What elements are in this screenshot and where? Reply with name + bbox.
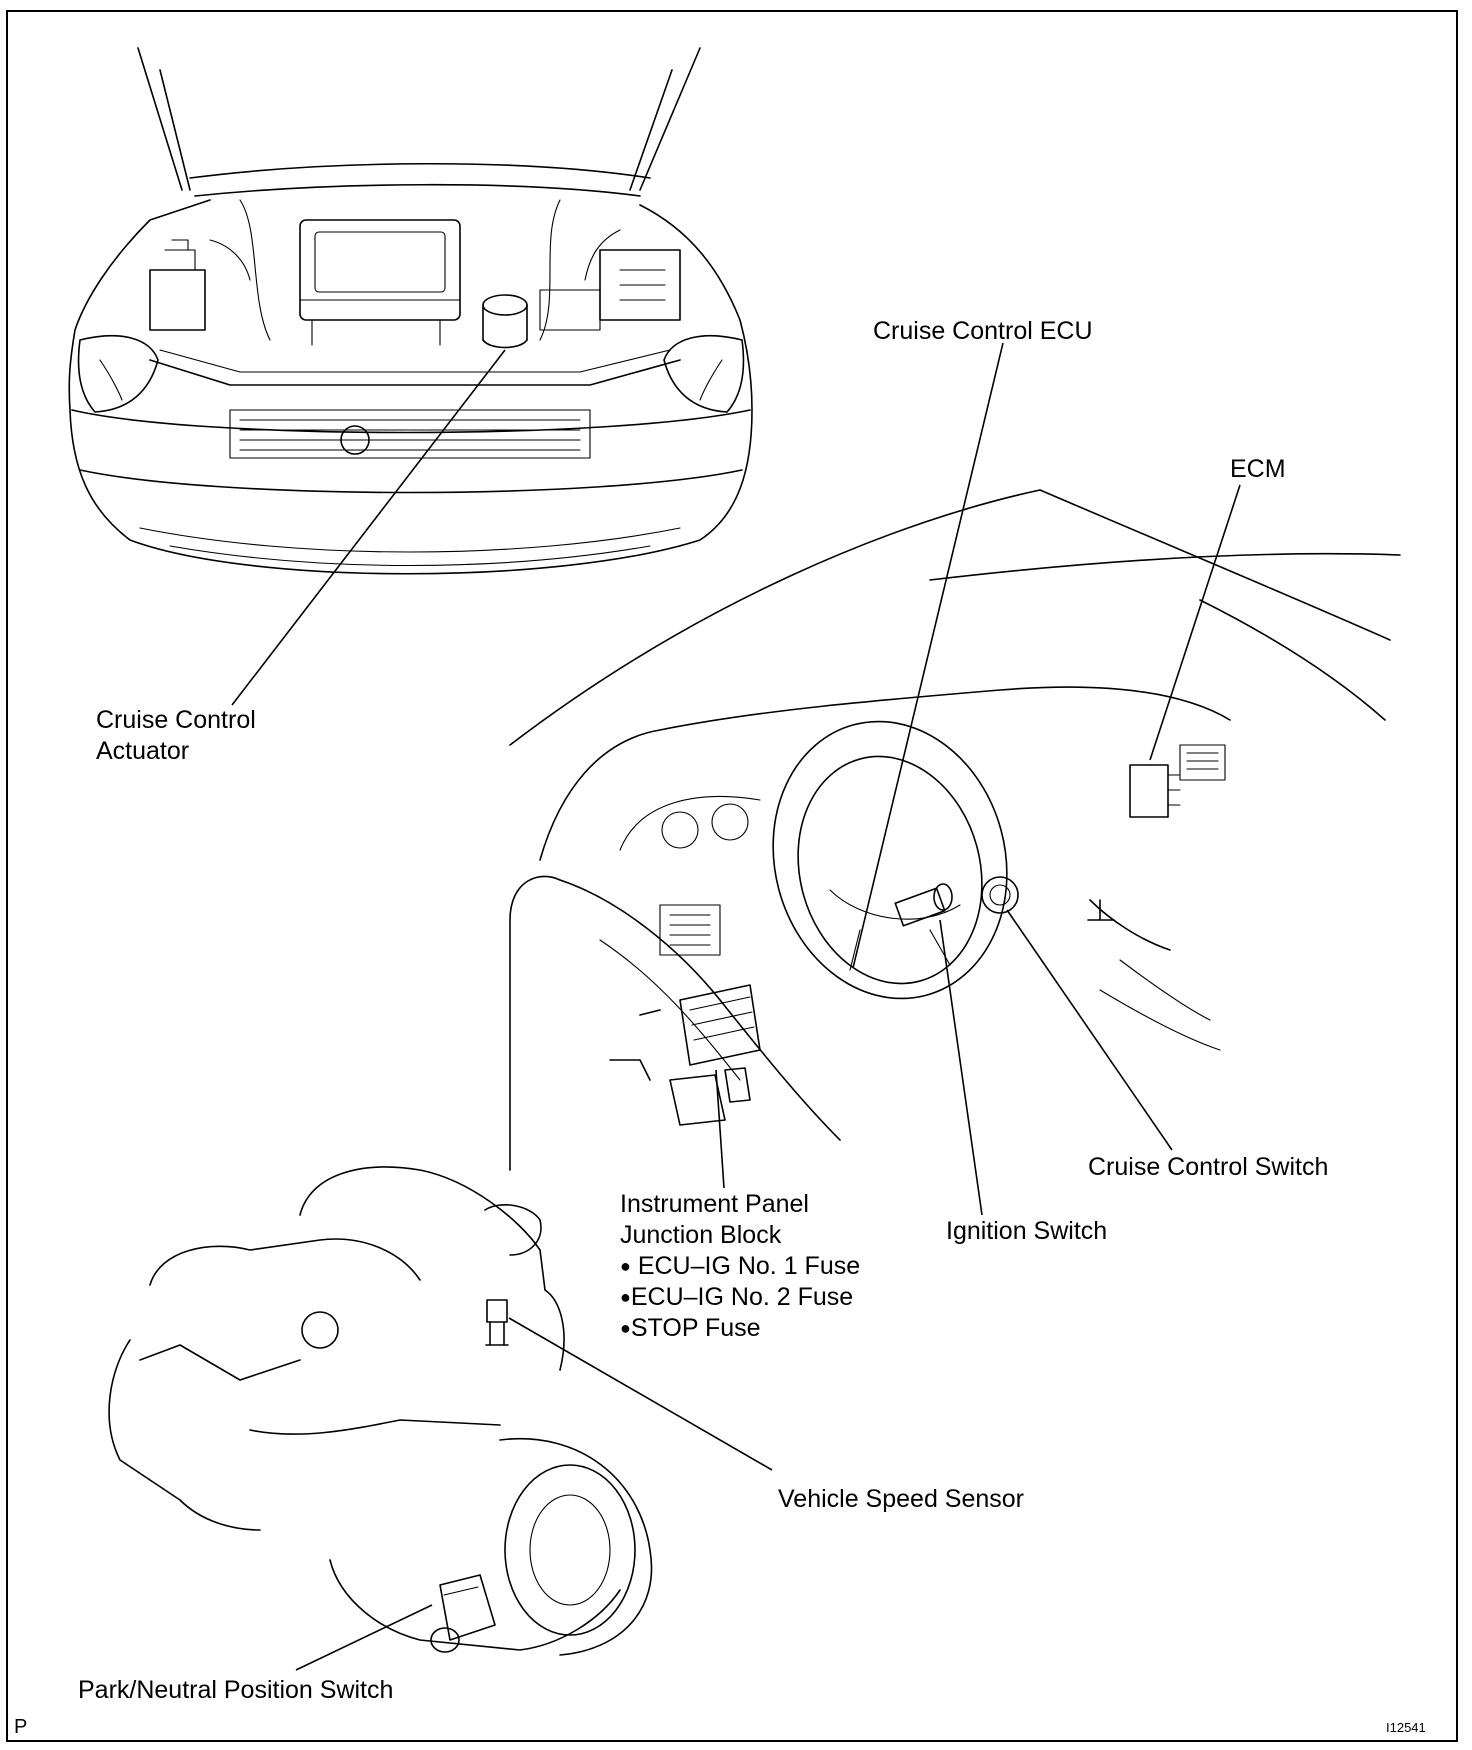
label-cruise-control-ecu: Cruise Control ECU: [873, 317, 1093, 345]
leader-ignition: [939, 919, 983, 1216]
label-cruise-control-actuator: Cruise Control Actuator: [96, 705, 256, 767]
label-ecm: ECM: [1230, 455, 1286, 483]
label-park-neutral-position-switch: Park/Neutral Position Switch: [78, 1676, 394, 1704]
dashboard-illustration: [509, 489, 1401, 1171]
transmission-illustration: [108, 1166, 653, 1656]
leader-lines: [231, 342, 1241, 1671]
actuator-label-line-2: Actuator: [96, 737, 190, 765]
bullet-icon: [620, 1283, 631, 1311]
label-cruise-control-switch: Cruise Control Switch: [1088, 1153, 1329, 1181]
diagram-frame: [6, 10, 1458, 1742]
leader-ecm: [1149, 484, 1241, 761]
label-ignition-switch: Ignition Switch: [946, 1217, 1108, 1245]
label-instrument-panel-junction-block: Instrument Panel Junction Block ECU–IG N…: [620, 1189, 860, 1344]
actuator-label-line-1: Cruise Control: [96, 706, 256, 734]
label-vehicle-speed-sensor: Vehicle Speed Sensor: [778, 1485, 1025, 1513]
leader-cruise-switch: [1006, 909, 1173, 1151]
junction-label-line-1: Instrument Panel: [620, 1190, 809, 1218]
leader-cruise-ecu: [852, 342, 1004, 969]
figure-number: I12541: [1386, 1720, 1426, 1735]
leader-junction-block: [715, 1069, 725, 1189]
bullet-icon: [620, 1252, 631, 1280]
fuse-item-2: ECU–IG No. 2 Fuse: [620, 1282, 860, 1313]
fuse-item-3: STOP Fuse: [620, 1313, 860, 1344]
junction-label-line-2: Junction Block: [620, 1221, 782, 1249]
engine-compartment-illustration: [68, 47, 753, 575]
leader-actuator: [231, 349, 506, 706]
corner-letter: P: [14, 1716, 28, 1738]
leader-park-neutral: [295, 1604, 433, 1671]
leader-speed-sensor: [508, 1317, 773, 1471]
fuse-item-1: ECU–IG No. 1 Fuse: [620, 1251, 860, 1282]
bullet-icon: [620, 1314, 631, 1342]
